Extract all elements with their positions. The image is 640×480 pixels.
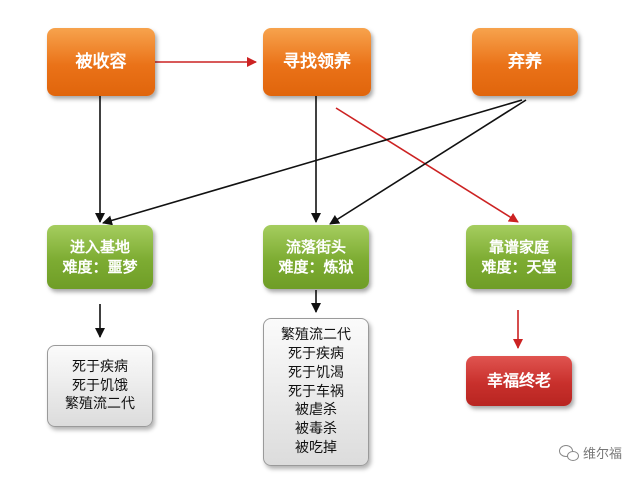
street-outcome-item: 被毒杀 <box>295 421 337 438</box>
node-happy-end: 幸福终老 <box>466 356 572 406</box>
node-abandoned-label: 弃养 <box>508 51 542 72</box>
watermark: 维尔福 <box>558 443 622 462</box>
street-outcome-item: 死于饥渴 <box>288 364 344 381</box>
node-shelter: 进入基地 难度：噩梦 <box>47 225 153 289</box>
node-family-difficulty: 难度：天堂 <box>481 258 557 276</box>
node-family-title: 靠谱家庭 <box>488 237 549 256</box>
shelter-outcome-item: 死于疾病 <box>72 358 128 375</box>
node-street-title: 流落街头 <box>285 237 346 256</box>
street-outcome-item: 繁殖流二代 <box>281 326 351 343</box>
arrow-abandoned-to-street <box>329 99 527 225</box>
node-street: 流落街头 难度：炼狱 <box>263 225 369 289</box>
shelter-outcome-item: 死于饥饿 <box>72 377 128 394</box>
watermark-text: 维尔福 <box>582 447 622 462</box>
node-shelter-outcomes: 死于疾病 死于饥饿 繁殖流二代 <box>47 345 153 427</box>
node-street-outcomes: 繁殖流二代 死于疾病 死于饥渴 死于车祸 被虐杀 被毒杀 被吃掉 <box>263 318 369 466</box>
node-happy-end-label: 幸福终老 <box>486 371 551 391</box>
node-seek-adoption: 寻找领养 <box>263 28 371 96</box>
street-outcome-item: 被吃掉 <box>295 440 337 457</box>
node-shelter-difficulty: 难度：噩梦 <box>62 258 138 276</box>
node-seek-adoption-label: 寻找领养 <box>283 51 351 72</box>
node-abandoned: 弃养 <box>472 28 578 96</box>
street-outcome-item: 死于车祸 <box>288 383 344 400</box>
node-street-difficulty: 难度：炼狱 <box>278 258 354 276</box>
node-shelter-title: 进入基地 <box>69 237 130 256</box>
arrow-seek-to-family <box>335 107 519 223</box>
node-adopted: 被收容 <box>47 28 155 96</box>
node-adopted-label: 被收容 <box>75 51 127 72</box>
node-family: 靠谱家庭 难度：天堂 <box>466 225 572 289</box>
shelter-outcome-item: 繁殖流二代 <box>65 396 135 413</box>
arrow-abandoned-to-shelter <box>102 99 523 226</box>
wechat-icon <box>558 444 579 461</box>
street-outcome-item: 死于疾病 <box>288 345 344 362</box>
street-outcome-item: 被虐杀 <box>295 402 337 419</box>
